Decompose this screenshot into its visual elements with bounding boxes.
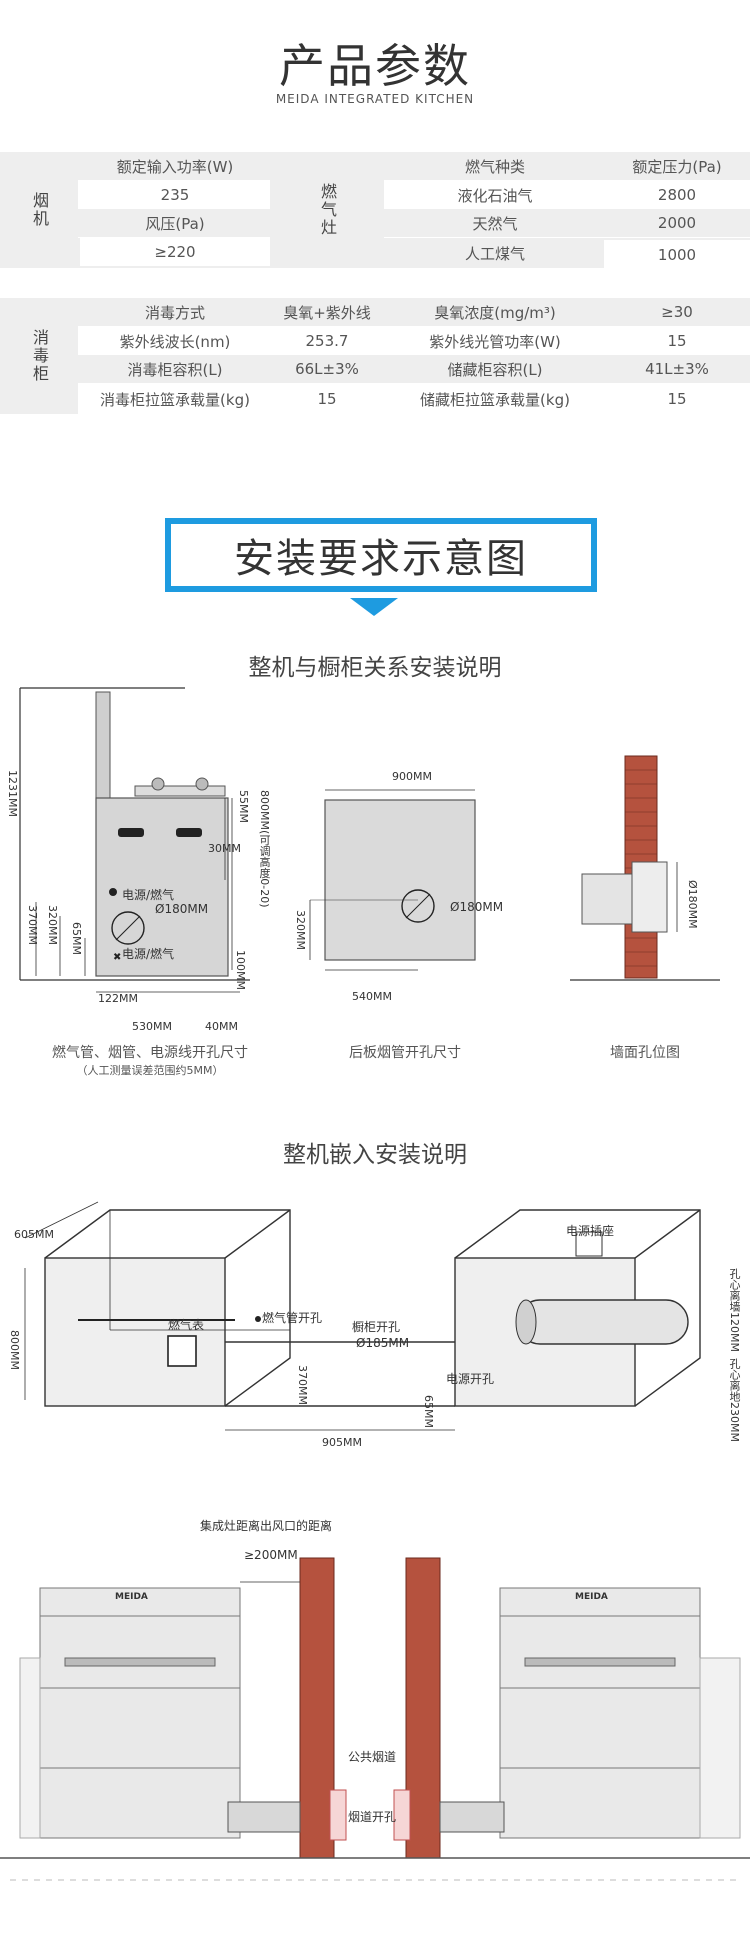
- section-title-cabinet: 整机与橱柜关系安装说明: [248, 655, 502, 681]
- dim-label: 55MM: [237, 790, 250, 823]
- sterilizer-cell: ≥30: [661, 303, 693, 321]
- power-gas-label: 电源/燃气: [122, 888, 175, 902]
- dim-label: 905MM: [322, 1436, 362, 1449]
- dim-label: 540MM: [352, 990, 392, 1003]
- sterilizer-cell: 消毒方式: [144, 303, 205, 322]
- power-hole-label: 电源开孔: [446, 1372, 495, 1386]
- flue-install-diagram: [0, 1557, 750, 1881]
- stove-cell: 天然气: [472, 214, 518, 233]
- stove-front-diagram: ✖: [19, 687, 250, 993]
- brand-logo: MEIDA: [115, 1592, 148, 1602]
- svg-text:✖: ✖: [113, 952, 121, 963]
- dim-label: 100MM: [234, 950, 247, 990]
- stove-cell: 1000: [604, 240, 750, 270]
- dim-label: 800MM(可调高度0-20): [258, 790, 271, 908]
- sterilizer-cell: 消毒柜拉篮承载量(kg): [100, 390, 250, 409]
- dim-label: 122MM: [98, 992, 138, 1005]
- dim-label: 370MM: [296, 1365, 309, 1405]
- cabinet-hole-diameter: Ø185MM: [356, 1336, 410, 1350]
- power-socket-label: 电源插座: [566, 1224, 615, 1238]
- dim-label: 孔心离墙120MM: [728, 1268, 741, 1352]
- distance-label: 集成灶距离出风口的距离: [200, 1519, 333, 1533]
- sterilizer-cell: 臭氧+紫外线: [283, 303, 371, 322]
- hood-cell: 235: [80, 181, 270, 209]
- dim-label: 孔心离地230MM: [728, 1358, 741, 1442]
- power-gas-label: 电源/燃气: [122, 947, 175, 961]
- category-hood: 烟机: [0, 152, 78, 268]
- dim-label: 1231MM: [6, 770, 19, 817]
- sterilizer-cell: 41L±3%: [645, 360, 709, 378]
- dim-label: 320MM: [46, 905, 59, 945]
- embedded-install-diagram: [24, 1201, 701, 1431]
- category-stove: 燃气灶: [270, 152, 384, 268]
- gas-hole-label: 燃气管开孔: [262, 1311, 323, 1325]
- install-banner: 安装要求示意图: [165, 518, 597, 592]
- stove-cell: 2800: [604, 181, 750, 209]
- hood-cell: ≥220: [80, 238, 270, 266]
- brand-logo: MEIDA: [575, 1592, 608, 1602]
- dim-label: 900MM: [392, 770, 432, 783]
- stove-header: 燃气种类: [464, 157, 525, 176]
- sterilizer-cell: 臭氧浓度(mg/m³): [434, 303, 556, 322]
- stove-cell: 人工煤气: [464, 244, 525, 263]
- dim-label: 605MM: [14, 1228, 54, 1241]
- sterilizer-cell: 253.7: [305, 332, 349, 350]
- dim-label: 65MM: [422, 1395, 435, 1428]
- dim-label: 40MM: [205, 1020, 238, 1033]
- section-title-embedded: 整机嵌入安装说明: [283, 1142, 467, 1168]
- dim-label: Ø180MM: [686, 880, 699, 929]
- flue-hole-label: 烟道开孔: [348, 1810, 397, 1824]
- hole-diameter-label: Ø180MM: [450, 900, 504, 914]
- page-subtitle: MEIDA INTEGRATED KITCHEN: [275, 92, 475, 106]
- sterilizer-cell: 紫外线光管功率(W): [429, 332, 561, 351]
- dim-label: 30MM: [208, 842, 241, 855]
- public-flue-label: 公共烟道: [348, 1750, 397, 1764]
- stove-header: 额定压力(Pa): [632, 157, 722, 176]
- stove-cell: 2000: [657, 214, 697, 232]
- back-panel-diagram: [309, 789, 476, 971]
- hole-diameter-label: Ø180MM: [155, 902, 209, 916]
- wall-hole-diagram: [570, 755, 720, 981]
- sterilizer-cell: 15: [317, 390, 337, 408]
- dim-label: 320MM: [294, 910, 307, 950]
- page-title: 产品参数: [279, 39, 471, 93]
- sterilizer-cell: 紫外线波长(nm): [119, 332, 231, 351]
- stove-cell: 液化石油气: [386, 181, 604, 209]
- sterilizer-cell: 15: [667, 390, 687, 408]
- sterilizer-cell: 储藏柜容积(L): [447, 360, 543, 379]
- caption-fig1: 燃气管、烟管、电源线开孔尺寸: [52, 1045, 248, 1061]
- dim-label: 370MM: [26, 905, 39, 945]
- caption-fig3: 墙面孔位图: [610, 1045, 680, 1061]
- caption-note: （人工测量误差范围约5MM）: [76, 1064, 224, 1077]
- caption-fig2: 后板烟管开孔尺寸: [349, 1045, 461, 1061]
- sterilizer-cell: 66L±3%: [295, 360, 359, 378]
- dim-label: 530MM: [132, 1020, 172, 1033]
- hood-cell: 风压(Pa): [145, 214, 205, 233]
- down-arrow-icon: [350, 598, 398, 616]
- category-sterilizer: 消毒柜: [0, 298, 78, 414]
- cabinet-hole-label: 橱柜开孔: [352, 1320, 401, 1334]
- sterilizer-cell: 储藏柜拉篮承载量(kg): [420, 390, 570, 409]
- dim-label: 65MM: [70, 922, 83, 955]
- dim-label: 800MM: [8, 1330, 21, 1370]
- hood-cell: 额定输入功率(W): [116, 157, 234, 176]
- gas-meter-label: 燃气表: [168, 1318, 205, 1332]
- sterilizer-cell: 15: [667, 332, 687, 350]
- sterilizer-cell: 消毒柜容积(L): [127, 360, 223, 379]
- distance-value: ≥200MM: [244, 1548, 298, 1562]
